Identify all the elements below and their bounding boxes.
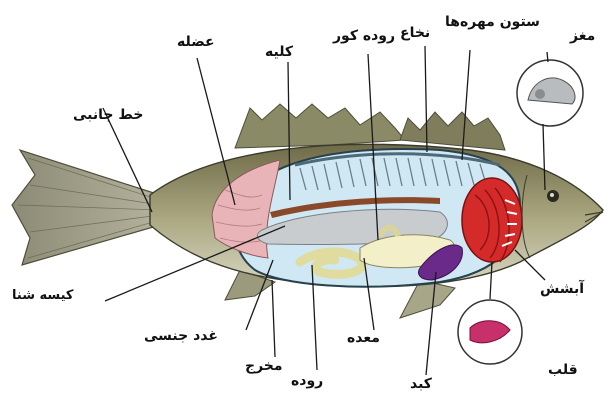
label-heart: قلب [548,362,578,378]
dorsal-fin-rear [235,104,405,148]
label-anus: مخرج [245,358,283,374]
dorsal-fin-front [400,112,505,150]
heart-inset [458,300,522,364]
label-stomach: معده [347,330,380,346]
label-swim-bladder: کیسه شنا [12,288,73,303]
label-lateral-line: خط جانبی [73,107,143,123]
label-gills: آبشش [540,281,584,297]
label-vertebral-column: ستون مهره‌ها [445,14,540,30]
brain-inset [517,60,583,126]
gills [462,178,522,262]
label-kidney: کلیه [265,44,293,60]
label-intestine: روده [291,373,323,389]
label-spinal-cord: نخاع [400,25,430,41]
eye-highlight [550,193,554,197]
label-muscle: عضله [177,34,215,50]
label-brain: مغز [570,28,595,44]
label-cecum: روده کور [333,28,395,44]
label-gonads: غدد جنسی [144,328,218,344]
label-liver: کبد [410,376,432,392]
